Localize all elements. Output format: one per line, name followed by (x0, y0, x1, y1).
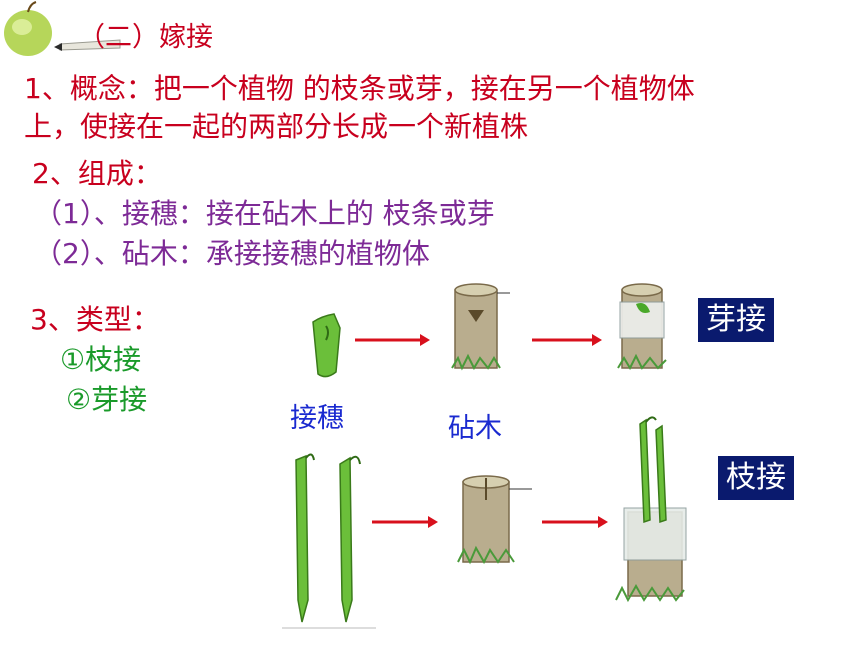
branch-arrow-2 (542, 516, 608, 528)
branch-rootstock-illustration (457, 475, 532, 565)
concept-line-1: 1、概念：把一个植物 的枝条或芽，接在另一个植物体 (24, 72, 695, 105)
concept-line-2: 上，使接在一起的两部分长成一个新植株 (24, 110, 529, 143)
concept-definition: 1、概念：把一个植物 的枝条或芽，接在另一个植物体 上，使接在一起的两部分长成一… (24, 70, 695, 146)
composition-heading: 2、组成： (32, 157, 162, 190)
composition-item-rootstock: （2）、砧木：承接接穗的植物体 (34, 237, 430, 270)
bud-graft-badge: 芽接 (698, 298, 774, 342)
branch-scion-illustration (282, 453, 376, 629)
bud-scion-illustration (312, 313, 341, 378)
type-branch-graft: ①枝接 (60, 343, 142, 376)
branch-arrow-1 (372, 516, 438, 528)
bud-arrow-2 (532, 334, 602, 346)
bud-rootstock-illustration (451, 283, 510, 371)
rootstock-label: 砧木 (448, 413, 502, 444)
types-heading: 3、类型： (30, 303, 160, 336)
scion-label: 接穗 (290, 403, 344, 434)
branch-graft-result-illustration (615, 416, 687, 603)
apple-logo-icon (4, 1, 52, 56)
bud-graft-result-illustration (617, 283, 667, 371)
type-bud-graft: ②芽接 (66, 383, 148, 416)
section-title: （二）嫁接 (78, 22, 213, 53)
pen-icon (54, 39, 121, 51)
composition-item-scion: （1）、接穗：接在砧木上的 枝条或芽 (34, 197, 495, 230)
branch-graft-badge: 枝接 (718, 456, 794, 500)
bud-arrow-1 (355, 334, 430, 346)
